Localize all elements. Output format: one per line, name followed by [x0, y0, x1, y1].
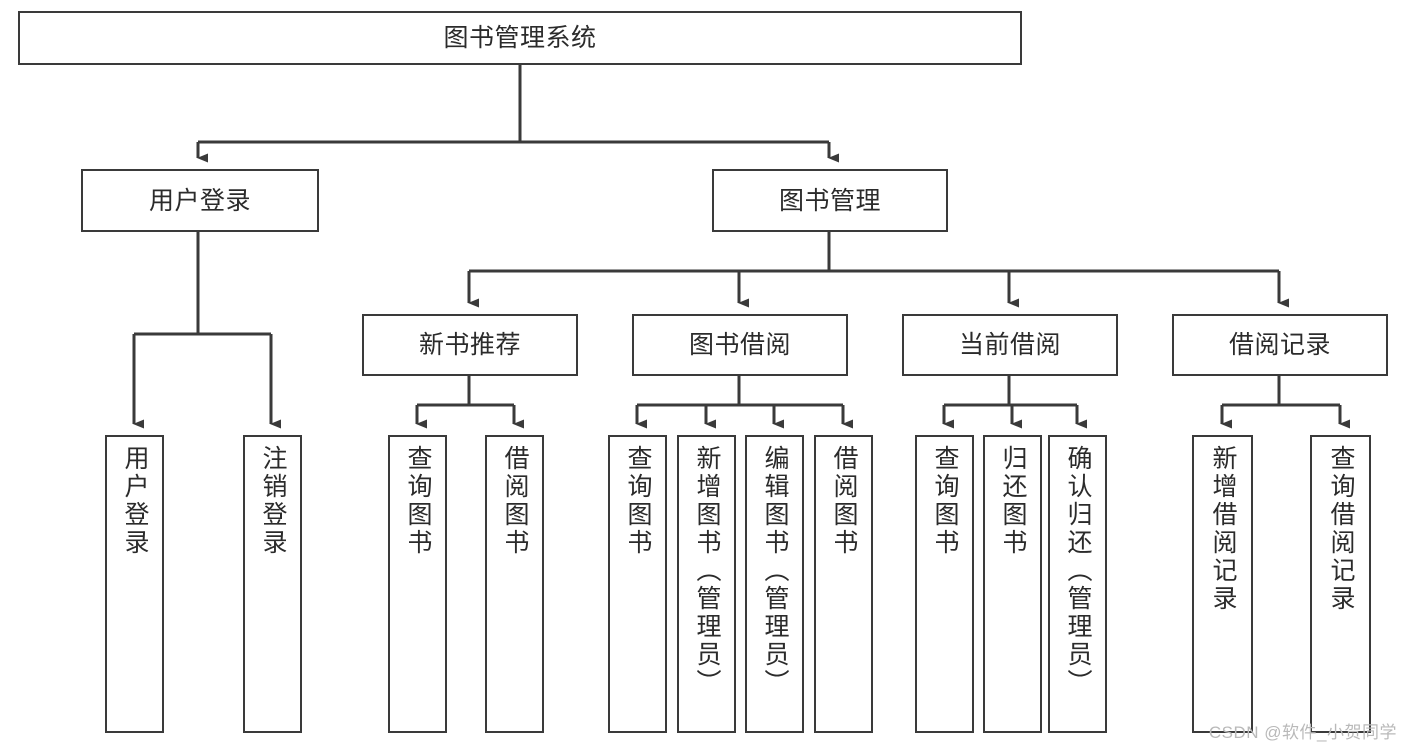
node-leaf-borrow-book-2[interactable]: 借阅图书	[814, 435, 873, 733]
node-book-borrow[interactable]: 图书借阅	[632, 314, 848, 376]
node-borrow-record[interactable]: 借阅记录	[1172, 314, 1388, 376]
node-label: 当前借阅	[958, 331, 1061, 359]
node-leaf-query-book-3[interactable]: 查询图书	[915, 435, 974, 733]
node-user-login[interactable]: 用户登录	[81, 169, 319, 232]
node-label: 新增借阅记录	[1209, 445, 1237, 613]
node-leaf-query-borrow-record[interactable]: 查询借阅记录	[1310, 435, 1371, 733]
node-leaf-user-login[interactable]: 用户登录	[105, 435, 164, 733]
node-label: 图书借阅	[688, 331, 791, 359]
node-leaf-return-book[interactable]: 归还图书	[983, 435, 1042, 733]
node-book-manage[interactable]: 图书管理	[712, 169, 948, 232]
node-label: 图书管理	[778, 186, 881, 215]
node-label: 借阅图书	[501, 445, 529, 557]
node-label: 图书管理系统	[443, 24, 597, 52]
node-current-borrow[interactable]: 当前借阅	[902, 314, 1118, 376]
node-label: 新书推荐	[418, 331, 521, 359]
node-leaf-borrow-book-1[interactable]: 借阅图书	[485, 435, 544, 733]
node-label: 查询图书	[931, 445, 959, 557]
node-label: 查询图书	[624, 445, 652, 557]
node-label: 查询借阅记录	[1327, 445, 1355, 613]
node-label: 查询图书	[404, 445, 432, 557]
node-leaf-user-logout[interactable]: 注销登录	[243, 435, 302, 733]
node-label: 编辑图书（管理员）	[761, 445, 789, 697]
connector-group	[132, 65, 1350, 429]
node-leaf-add-book-admin[interactable]: 新增图书（管理员）	[677, 435, 736, 733]
node-leaf-add-borrow-record[interactable]: 新增借阅记录	[1192, 435, 1253, 733]
node-label: 借阅图书	[830, 445, 858, 557]
node-leaf-edit-book-admin[interactable]: 编辑图书（管理员）	[745, 435, 804, 733]
node-root[interactable]: 图书管理系统	[18, 11, 1022, 65]
node-label: 用户登录	[148, 186, 251, 215]
node-label: 注销登录	[259, 445, 287, 557]
node-label: 借阅记录	[1228, 331, 1331, 359]
node-leaf-confirm-return-admin[interactable]: 确认归还（管理员）	[1048, 435, 1107, 733]
node-label: 新增图书（管理员）	[693, 445, 721, 697]
node-leaf-query-book-1[interactable]: 查询图书	[388, 435, 447, 733]
node-leaf-query-book-2[interactable]: 查询图书	[608, 435, 667, 733]
node-new-book-recommend[interactable]: 新书推荐	[362, 314, 578, 376]
node-label: 确认归还（管理员）	[1064, 445, 1092, 697]
node-label: 归还图书	[999, 445, 1027, 557]
node-label: 用户登录	[121, 445, 149, 557]
